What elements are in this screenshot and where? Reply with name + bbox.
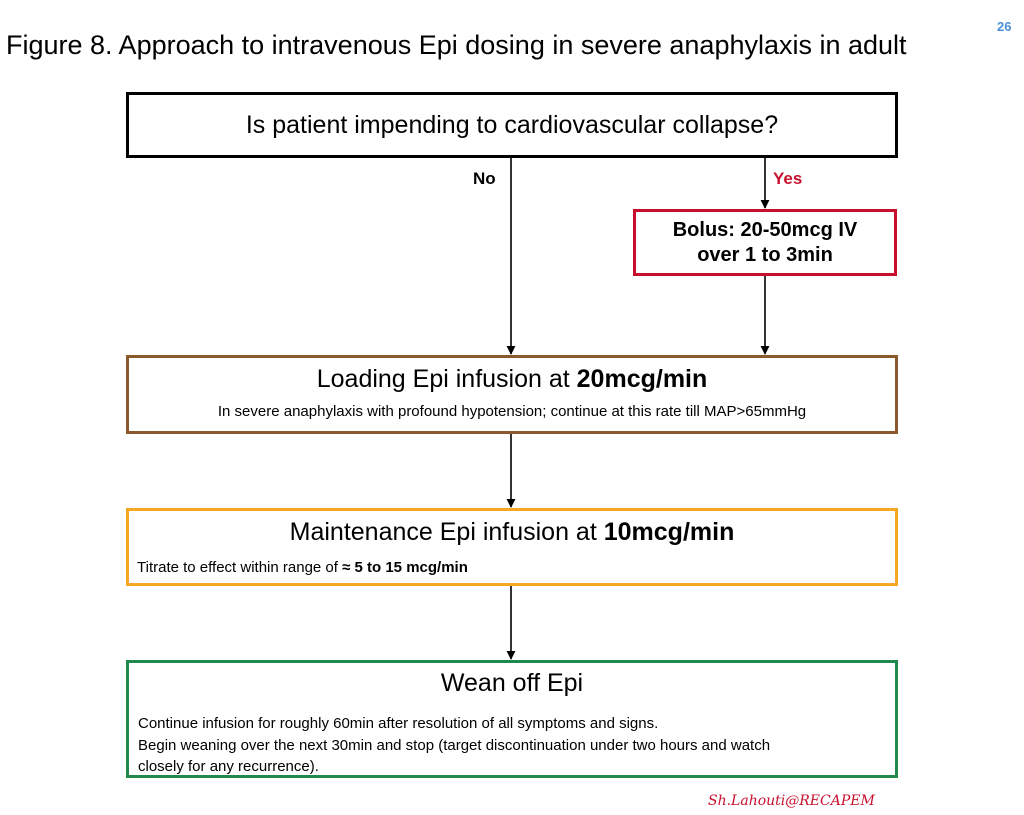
maintenance-note-text: Titrate to effect within range of — [137, 559, 343, 576]
wean-line-3: closely for any recurrence). — [138, 758, 319, 775]
bolus-line-1: Bolus: 20-50mcg IV — [672, 218, 858, 241]
wean-line-1: Continue infusion for roughly 60min afte… — [138, 715, 659, 732]
maintenance-infusion-box: Maintenance Epi infusion at 10mcg/min Ti… — [126, 508, 898, 586]
question-text: Is patient impending to cardiovascular c… — [245, 110, 779, 139]
maintenance-note: Titrate to effect within range of ≈ 5 to… — [137, 559, 468, 576]
bolus-box: Bolus: 20-50mcg IV over 1 to 3min — [633, 209, 897, 276]
loading-heading: Loading Epi infusion at 20mcg/min — [129, 365, 895, 394]
maintenance-dose: 10mcg/min — [603, 518, 735, 546]
page-number: 26 — [997, 19, 1012, 34]
maintenance-range: ≈ 5 to 15 mcg/min — [342, 559, 468, 576]
wean-off-box: Wean off Epi Continue infusion for rough… — [126, 660, 898, 778]
figure-title: Figure 8. Approach to intravenous Epi do… — [6, 30, 907, 60]
loading-dose: 20mcg/min — [576, 365, 708, 393]
maintenance-heading-text: Maintenance Epi infusion at — [289, 518, 604, 546]
maintenance-heading: Maintenance Epi infusion at 10mcg/min — [129, 518, 895, 547]
question-box: Is patient impending to cardiovascular c… — [126, 92, 898, 158]
wean-heading: Wean off Epi — [440, 669, 584, 697]
loading-infusion-box: Loading Epi infusion at 20mcg/min In sev… — [126, 355, 898, 434]
branch-yes-label: Yes — [773, 169, 803, 188]
wean-line-2: Begin weaning over the next 30min and st… — [138, 737, 771, 754]
bolus-line-2: over 1 to 3min — [697, 243, 833, 266]
loading-note: In severe anaphylaxis with profound hypo… — [217, 403, 807, 420]
author-credit: Sh.Lahouti@RECAPEM — [708, 793, 875, 809]
loading-heading-text: Loading Epi infusion at — [316, 365, 577, 393]
branch-no-label: No — [473, 169, 496, 188]
